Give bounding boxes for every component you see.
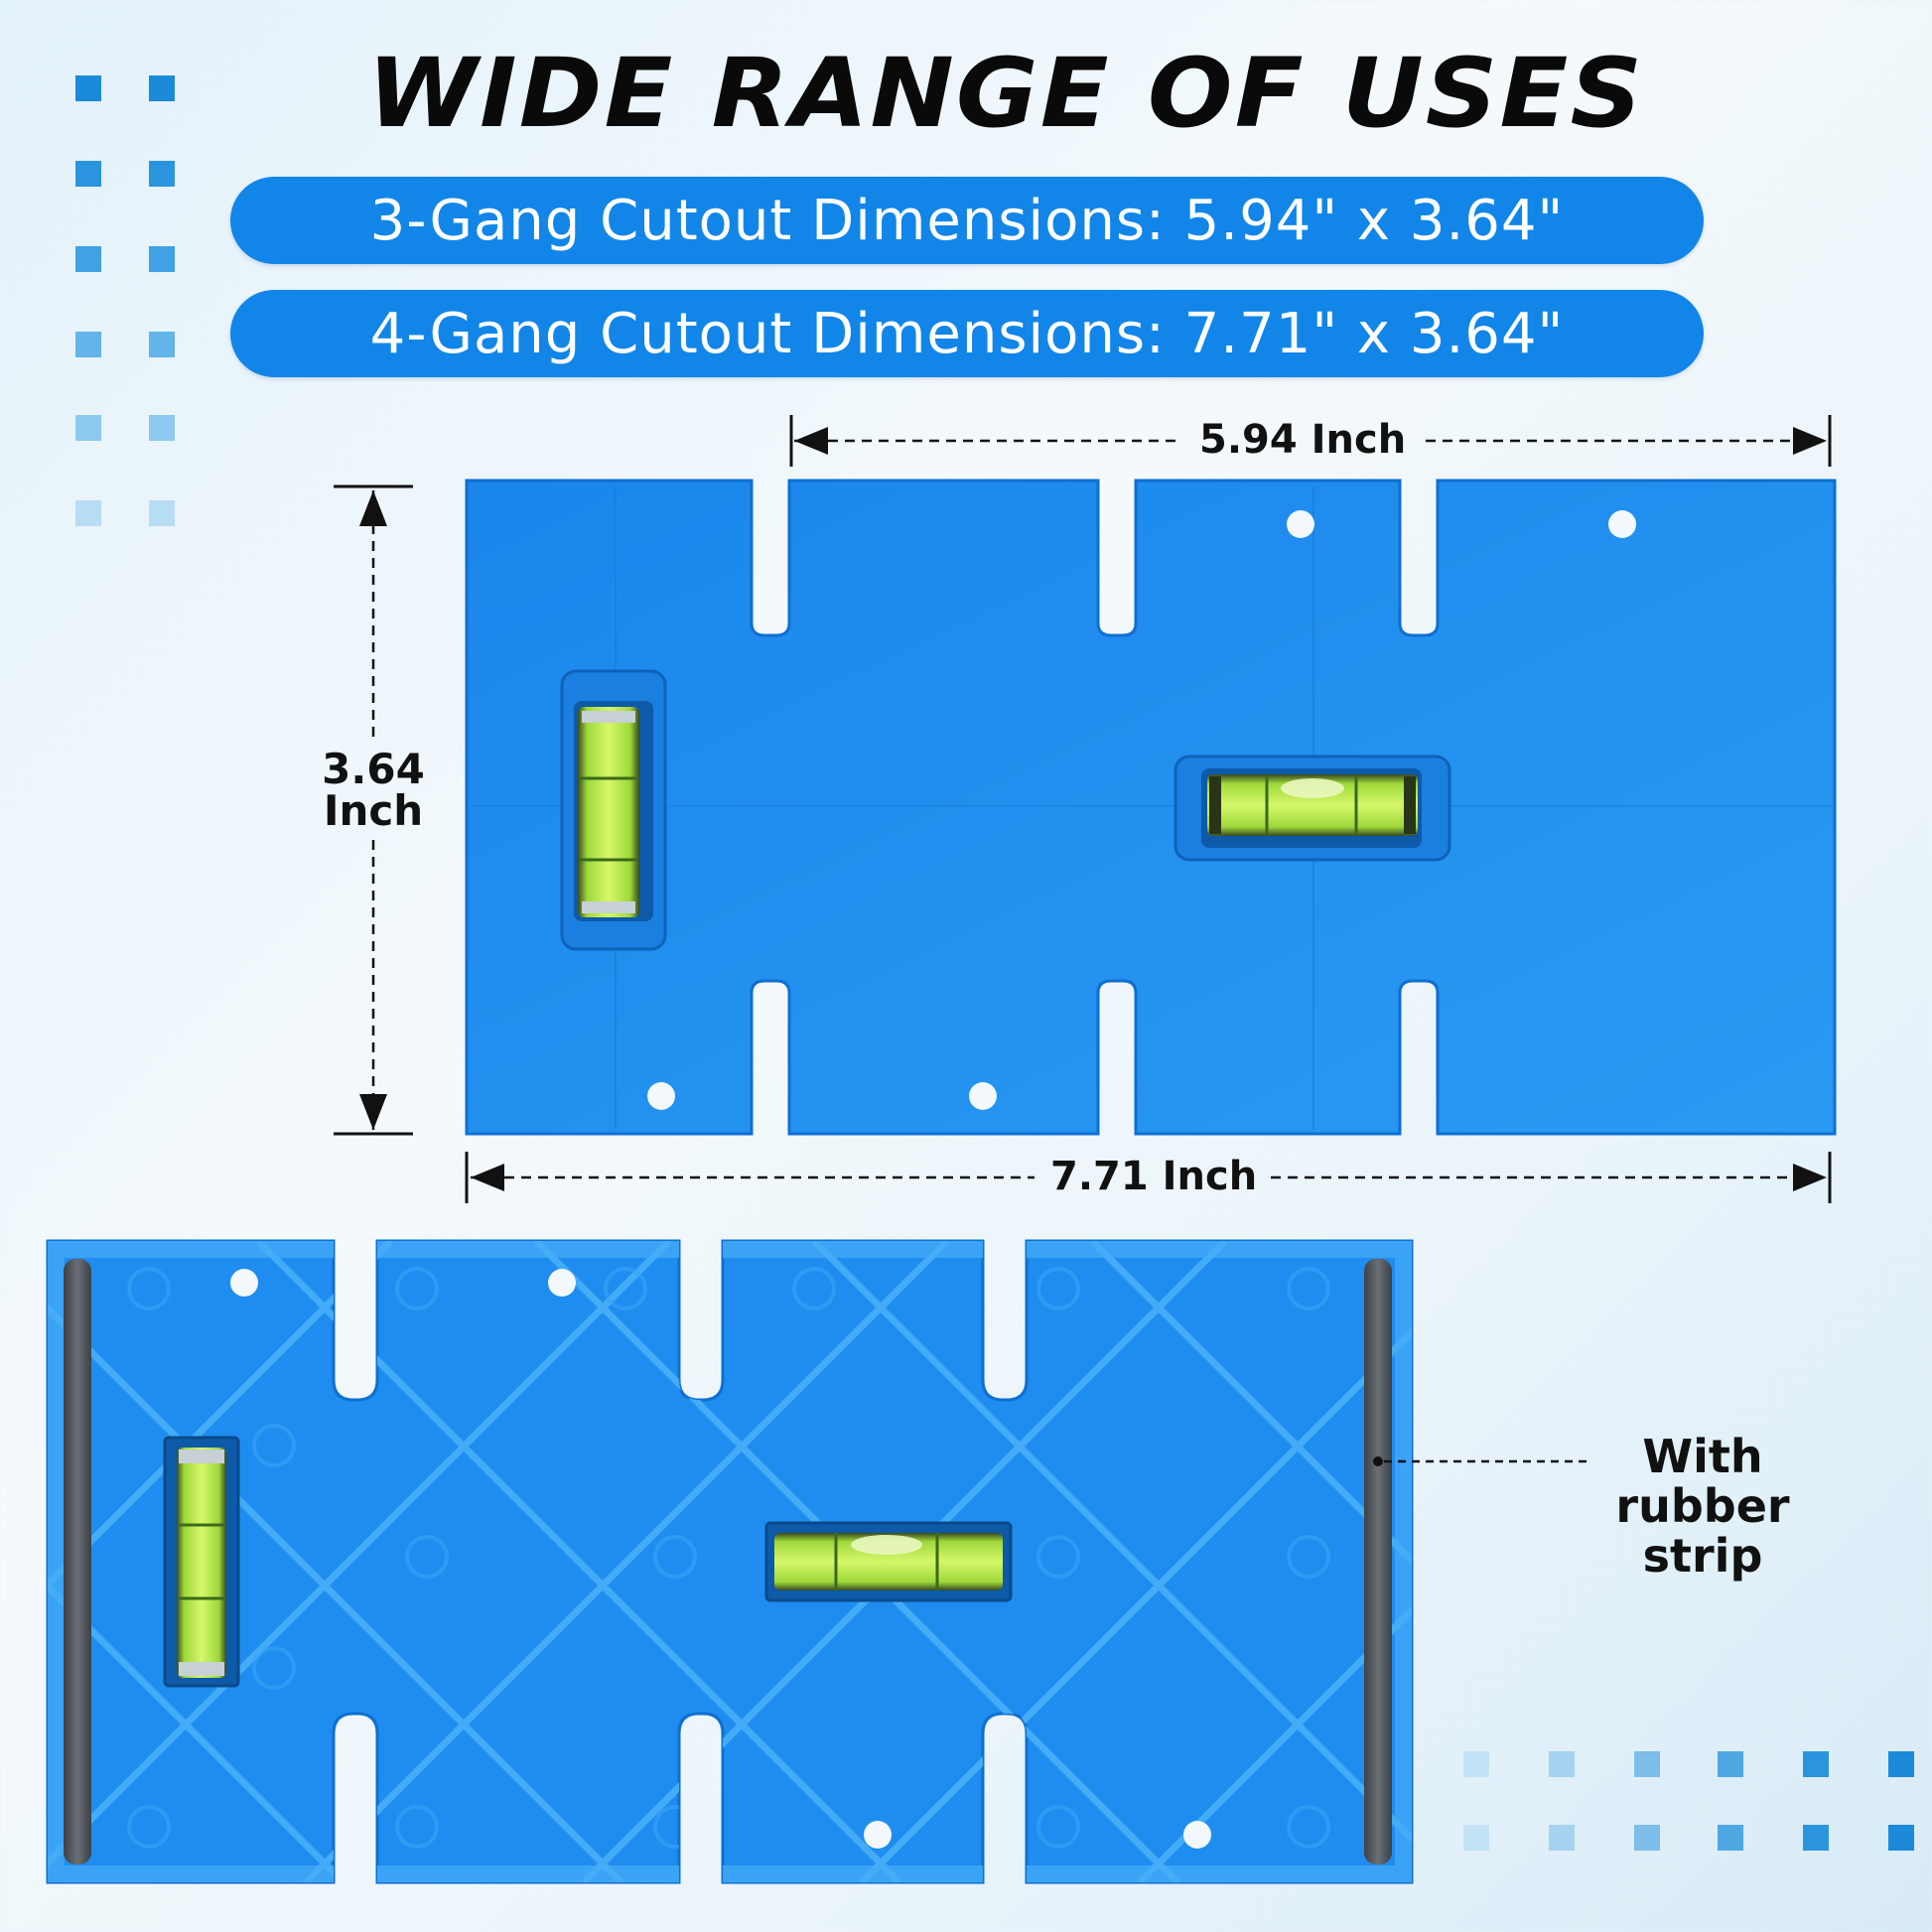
deco-square: [75, 246, 101, 272]
deco-square: [149, 415, 175, 441]
deco-square: [75, 161, 101, 187]
deco-square: [75, 500, 101, 526]
dimension-banner-text: 3-Gang Cutout Dimensions: 5.94" x 3.64": [369, 188, 1565, 253]
screw-hole: [969, 1082, 997, 1110]
vertical-bubble-level: [560, 669, 667, 951]
dimension-banner-4-gang: 4-Gang Cutout Dimensions: 7.71" x 3.64": [230, 290, 1704, 377]
deco-square: [1463, 1751, 1489, 1777]
dimension-bottom-width: [465, 1152, 1832, 1203]
screw-hole: [230, 1269, 258, 1297]
deco-square: [1634, 1825, 1660, 1851]
deco-square: [149, 246, 175, 272]
deco-square: [1803, 1751, 1829, 1777]
deco-square: [1463, 1825, 1489, 1851]
deco-square: [149, 332, 175, 357]
screw-hole: [864, 1821, 892, 1849]
dimension-banner-3-gang: 3-Gang Cutout Dimensions: 5.94" x 3.64": [230, 177, 1704, 264]
rubber-strip-callout-line2: rubber strip: [1615, 1479, 1790, 1583]
screw-hole: [1608, 510, 1636, 538]
page-title: WIDE RANGE OF USES: [366, 38, 1645, 149]
deco-square: [1888, 1825, 1914, 1851]
screw-hole: [647, 1082, 675, 1110]
deco-square: [1718, 1751, 1743, 1777]
dimension-label-top-width: 5.94 Inch: [1199, 417, 1407, 463]
deco-square: [1549, 1751, 1575, 1777]
dimension-label-height-unit: Inch: [323, 786, 424, 835]
horizontal-bubble-level-back: [764, 1521, 1013, 1602]
deco-square: [1634, 1751, 1660, 1777]
rubber-strip-left: [64, 1259, 91, 1864]
dimension-label-height-value: 3.64: [322, 745, 425, 793]
dimension-label-bottom-width: 7.71 Inch: [1050, 1154, 1258, 1199]
deco-square: [149, 500, 175, 526]
horizontal-bubble-level: [1173, 755, 1451, 862]
rubber-strip-callout-line: [1373, 1456, 1587, 1466]
dimension-top-width: [789, 415, 1832, 467]
deco-square: [1718, 1825, 1743, 1851]
dimension-height: [334, 484, 413, 1136]
rubber-strip-callout-line1: With: [1642, 1430, 1763, 1483]
template-back-view: [46, 1239, 1414, 1884]
deco-square: [75, 415, 101, 441]
deco-square: [149, 75, 175, 101]
deco-square: [149, 161, 175, 187]
deco-square: [75, 332, 101, 357]
deco-square: [1888, 1751, 1914, 1777]
vertical-bubble-level-back: [163, 1436, 240, 1688]
deco-square: [1549, 1825, 1575, 1851]
dimension-label-height: 3.64 Inch: [314, 749, 433, 832]
screw-hole: [548, 1269, 576, 1297]
deco-square: [1803, 1825, 1829, 1851]
screw-hole: [1183, 1821, 1211, 1849]
rubber-strip-right: [1364, 1259, 1392, 1864]
deco-square: [75, 75, 101, 101]
rubber-strip-callout: With rubber strip: [1549, 1432, 1857, 1581]
template-front-view: [465, 479, 1837, 1136]
dimension-banner-text: 4-Gang Cutout Dimensions: 7.71" x 3.64": [369, 301, 1565, 366]
screw-hole: [1287, 510, 1314, 538]
